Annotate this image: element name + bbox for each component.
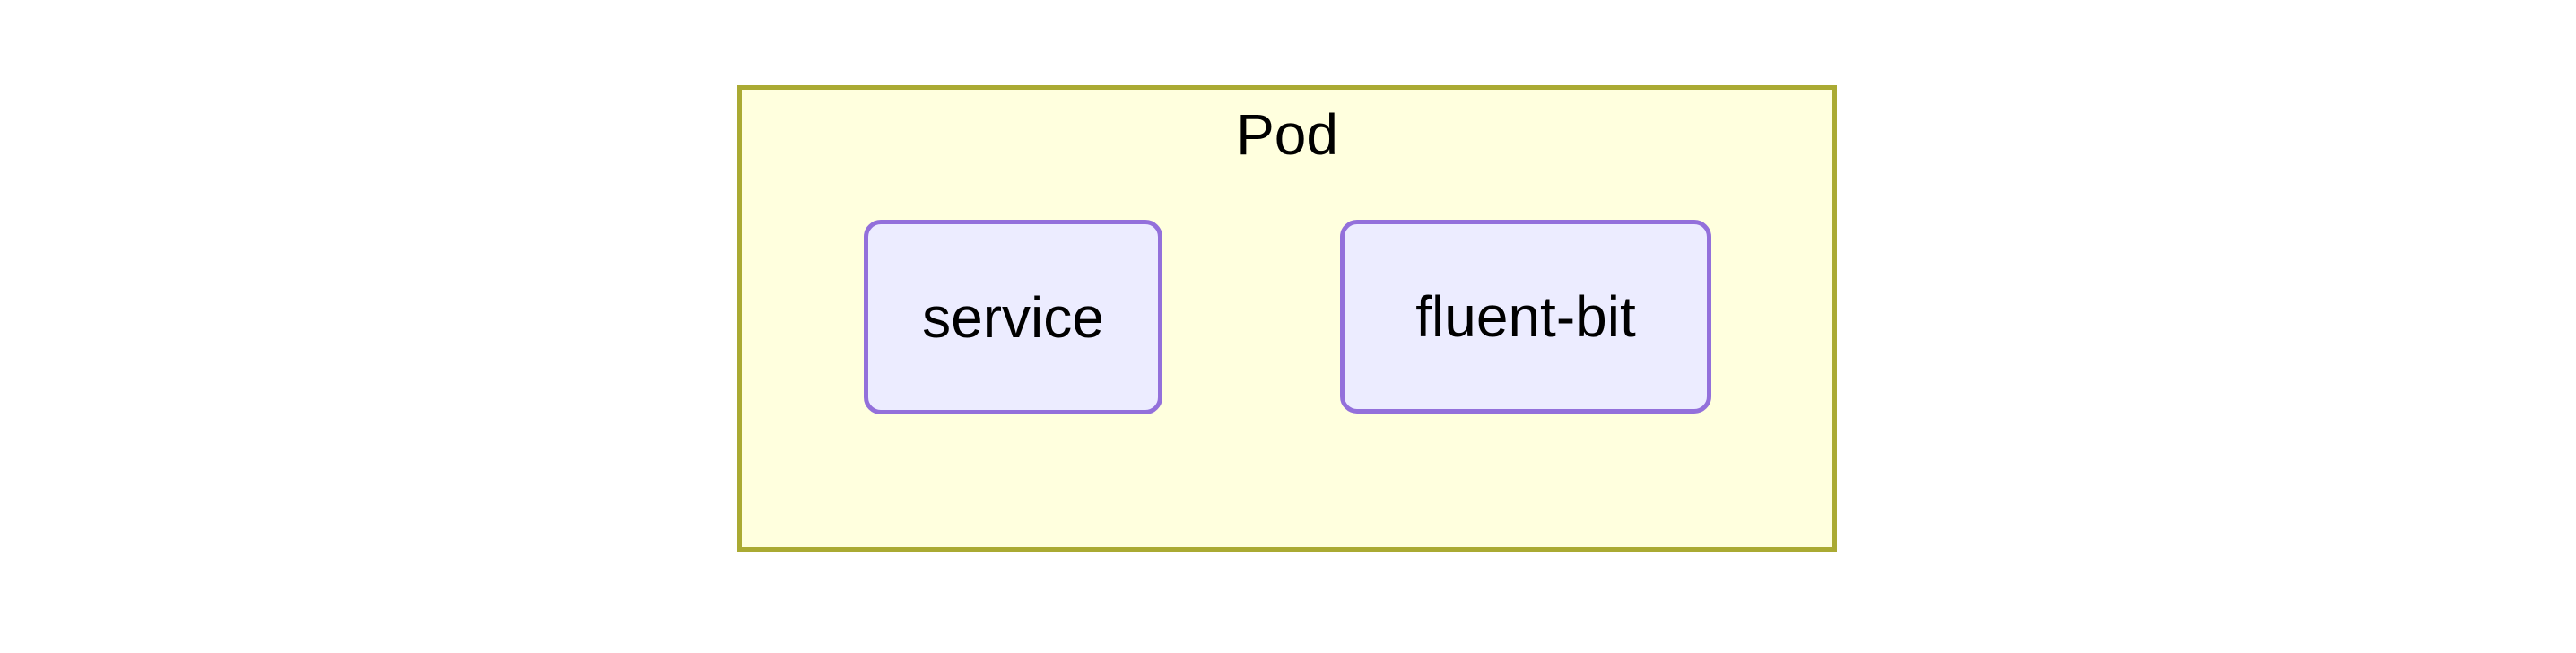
node-fluent-bit: fluent-bit [1340,220,1711,414]
node-service-label: service [922,284,1104,350]
node-service: service [864,220,1162,414]
node-fluent-bit-label: fluent-bit [1415,284,1636,349]
pod-cluster: Pod service fluent-bit [737,85,1837,552]
pod-cluster-label: Pod [1236,102,1338,167]
